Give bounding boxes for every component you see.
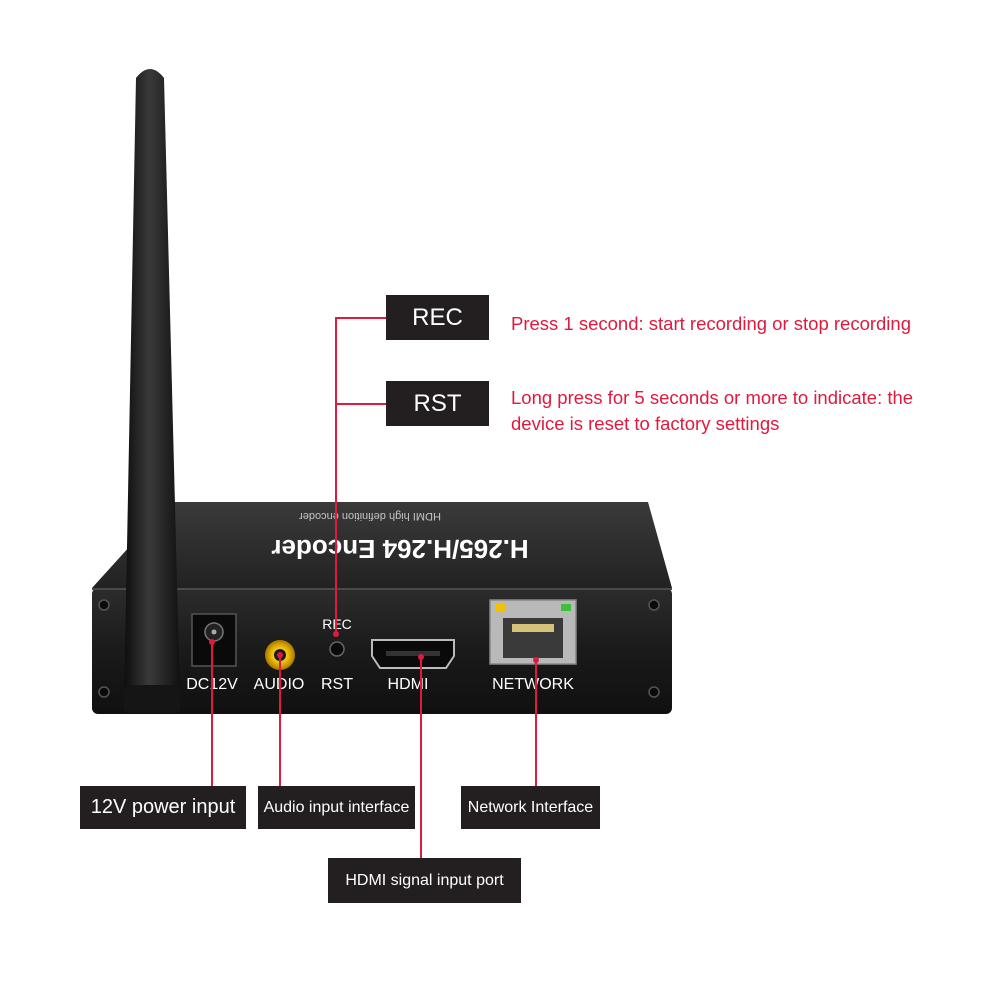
device-top-sublabel: HDMI high definition encoder (299, 510, 441, 522)
audio-input-tag: Audio input interface (258, 786, 415, 829)
port-label-hdmi: HDMI (388, 676, 429, 693)
port-label-rst: RST (321, 676, 353, 693)
callout-dots (209, 631, 539, 663)
rst-description-line-2: device is reset to factory settings (511, 413, 780, 434)
hdmi-input-tag: HDMI signal input port (328, 858, 521, 903)
device-top-face (92, 502, 672, 588)
rec-description: Press 1 second: start recording or stop … (511, 313, 911, 334)
rst-description: Long press for 5 seconds or more to indi… (511, 385, 913, 437)
power-input-tag: 12V power input (80, 786, 246, 829)
device-top-label: H.265/H.264 Encoder (271, 534, 528, 564)
callout-lines (211, 317, 537, 858)
antenna-icon (124, 69, 180, 713)
rst-tag: RST (386, 381, 489, 426)
network-interface-tag: Network Interface (461, 786, 600, 829)
rst-description-line-1: Long press for 5 seconds or more to indi… (511, 387, 914, 408)
network-rj45-icon (489, 599, 577, 665)
rst-button-icon (329, 641, 345, 657)
rec-tag: REC (386, 295, 489, 340)
dc-jack-icon (191, 613, 237, 667)
port-label-network: NETWORK (492, 676, 574, 693)
hdmi-port-icon (371, 639, 455, 669)
screw-icon (98, 599, 660, 698)
